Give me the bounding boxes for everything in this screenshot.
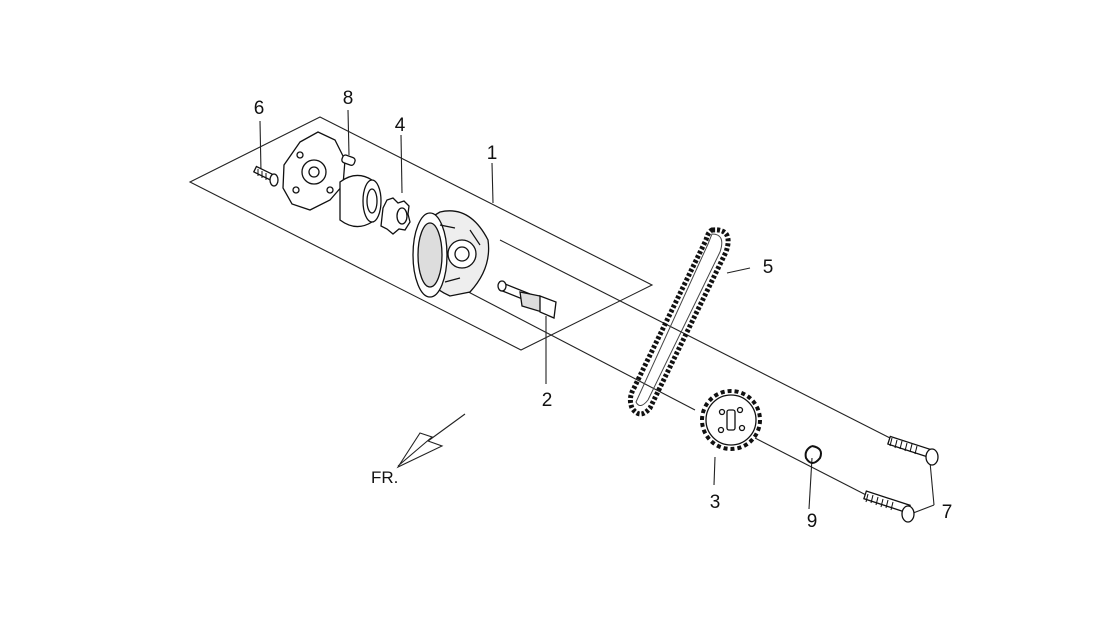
part-8-pin: [341, 154, 356, 166]
part-5-chain: [627, 227, 731, 417]
callout-4: 4: [395, 115, 406, 136]
callout-2: 2: [542, 390, 553, 411]
front-direction-arrow: [396, 413, 466, 469]
part-7-bolt-upper: [887, 435, 939, 466]
pump-cover-plate: [282, 131, 346, 211]
part-7-bolt-lower: [863, 490, 915, 523]
callout-9: 9: [807, 511, 818, 532]
outer-rotor: [339, 174, 382, 228]
part-6-screw: [252, 165, 279, 187]
front-direction-label: FR.: [371, 468, 398, 487]
leader-lines: [259, 109, 935, 516]
callout-6: 6: [254, 98, 265, 119]
callout-8: 8: [343, 88, 354, 109]
part-2-shaft: [497, 280, 557, 319]
part-1-pump-body: [412, 210, 490, 298]
callout-7: 7: [942, 502, 953, 523]
axis-lines: [454, 239, 891, 498]
assembly-frame: [188, 116, 654, 351]
part-3-sprocket: [700, 389, 762, 451]
callout-5: 5: [763, 257, 774, 278]
part-4-inner-rotor: [380, 197, 411, 235]
part-9-circlip: [804, 445, 822, 464]
callout-3: 3: [710, 492, 721, 513]
callout-1: 1: [487, 143, 498, 164]
